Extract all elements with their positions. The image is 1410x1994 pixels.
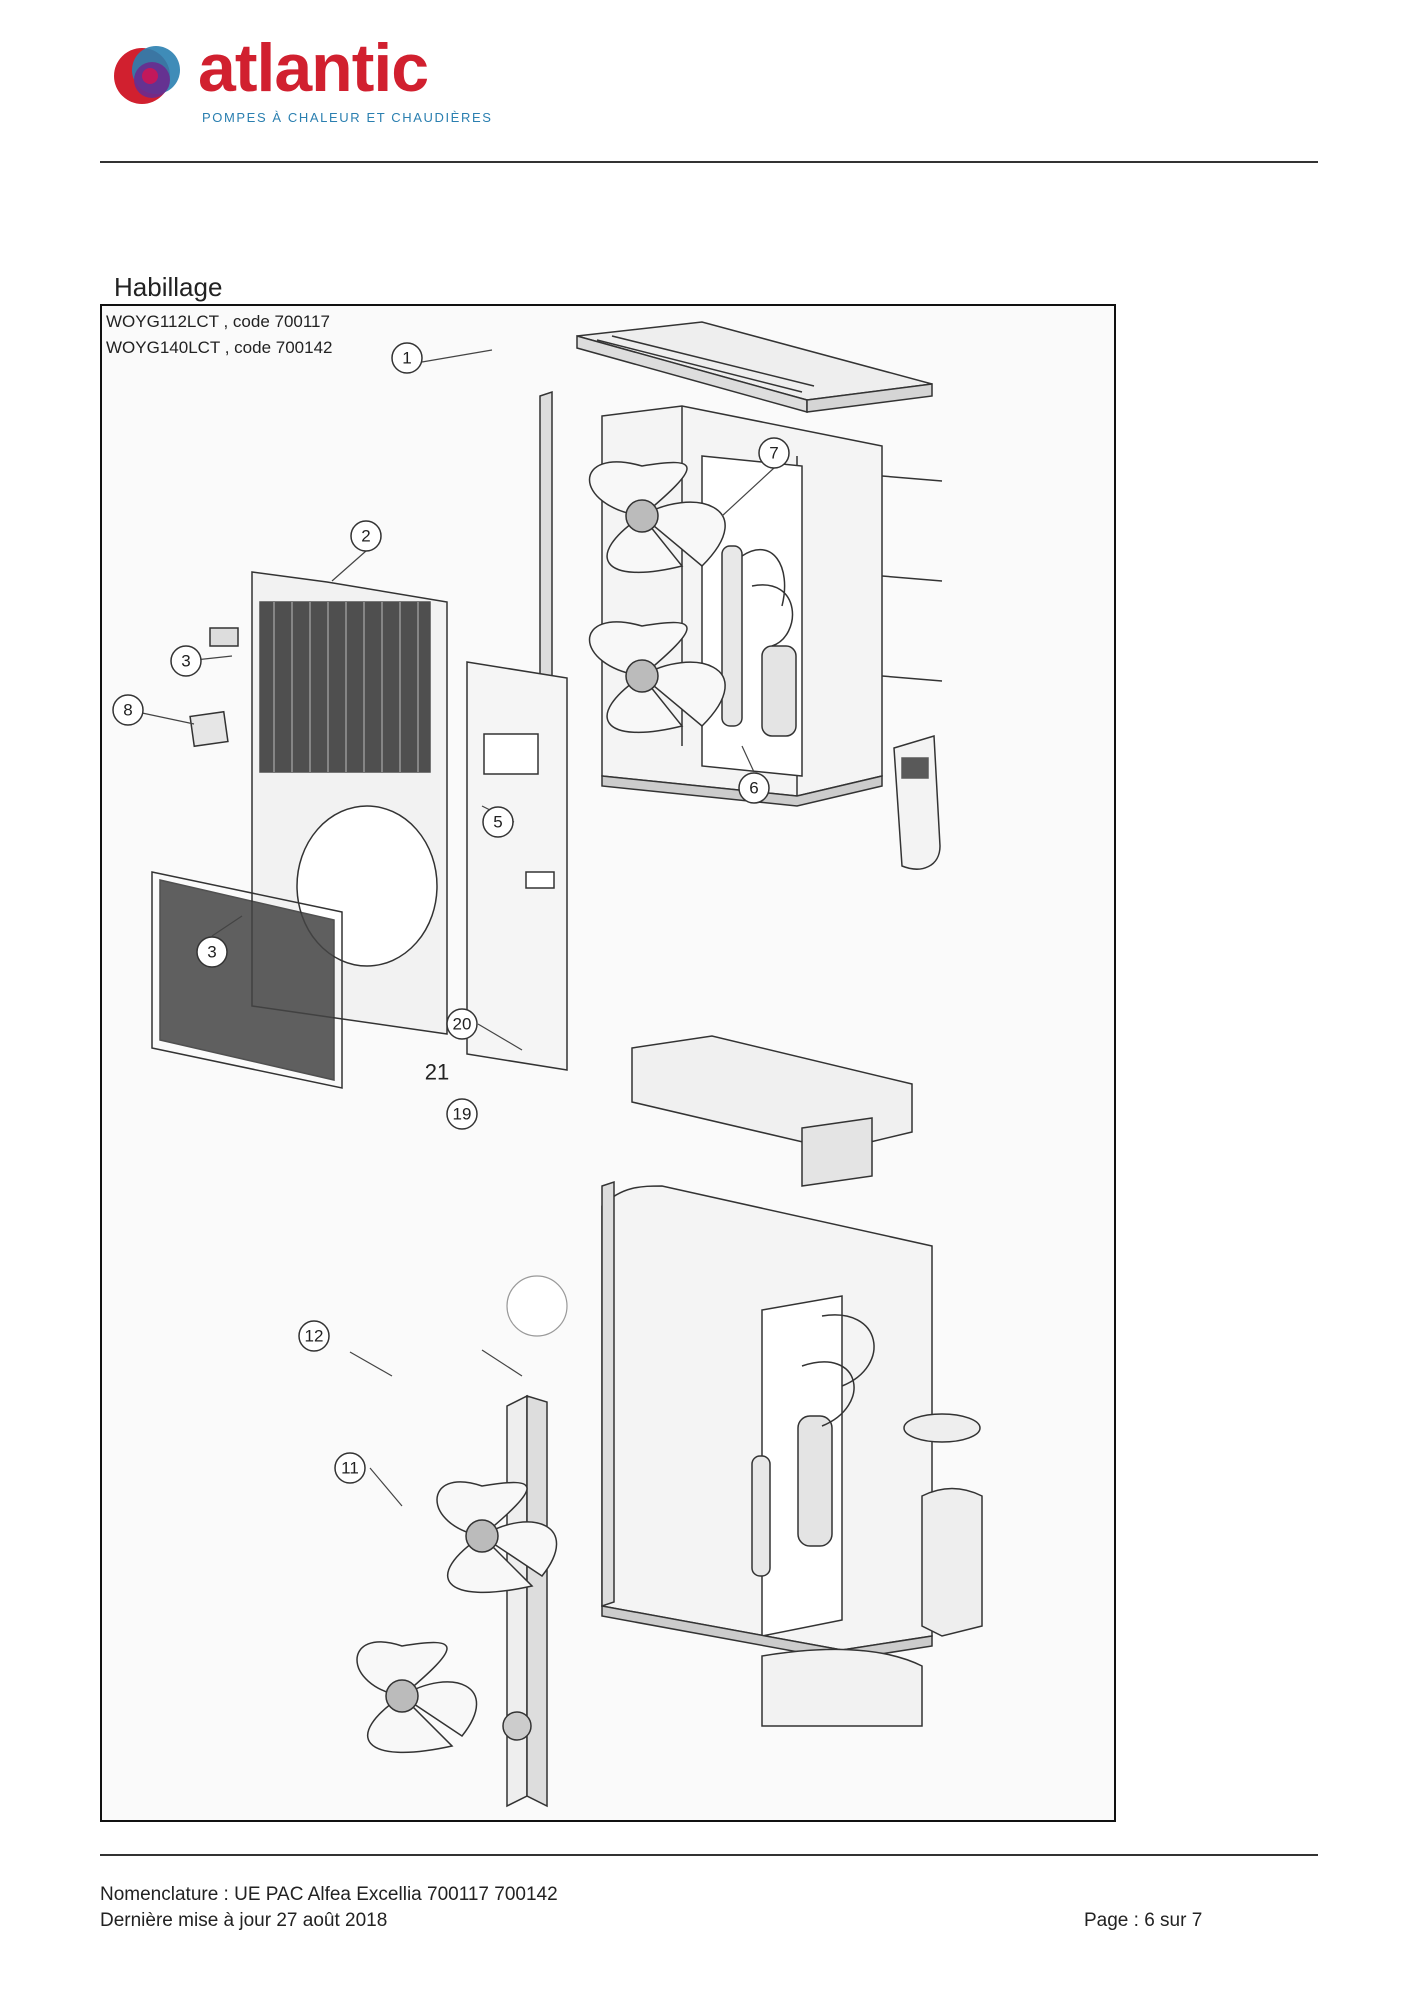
callout-5-label: 5: [493, 813, 502, 832]
brand-name: atlantic: [198, 30, 429, 106]
callout-19: 19: [446, 1098, 478, 1130]
bolt-line-1: [881, 475, 943, 482]
side-cover: [893, 735, 941, 870]
callout-12-label: 12: [305, 1327, 324, 1346]
callout-11: 11: [334, 1452, 366, 1484]
brand-tagline: POMPES À CHALEUR ET CHAUDIÈRES: [202, 110, 493, 125]
control-box: [631, 1035, 913, 1187]
callout-3-upper: 3: [170, 645, 202, 677]
curved-cover: [921, 1487, 983, 1637]
callout-3-upper-label: 3: [181, 652, 190, 671]
small-cover-plate: [189, 710, 229, 748]
callout-1: 1: [391, 342, 423, 374]
callout-1-label: 1: [402, 349, 411, 368]
callout-20: 20: [446, 1008, 478, 1040]
callout-7: 7: [758, 437, 790, 469]
callout-3-lower: 3: [196, 936, 228, 968]
callout-8: 8: [112, 694, 144, 726]
footer-nomenclature: Nomenclature : UE PAC Alfea Excellia 700…: [100, 1884, 558, 1905]
exploded-parts-diagram: 1 2 3 8 3 5 6 7 20 21 19 12 11: [112, 321, 983, 1808]
callout-21-label: 21: [425, 1060, 449, 1085]
lower-fan-lower: [356, 1641, 478, 1754]
upper-fan-bottom: [588, 621, 726, 734]
bottom-panel: [761, 1648, 923, 1727]
lower-fan-upper: [436, 1481, 558, 1594]
callout-6: 6: [738, 772, 770, 804]
bolt-line-3: [881, 675, 943, 682]
atlantic-logo-icon: [114, 46, 180, 104]
upper-fan-top: [588, 461, 726, 574]
header-rule: [100, 161, 1318, 163]
callout-7-label: 7: [769, 444, 778, 463]
model-line-2: WOYG140LCT , code 700142: [106, 338, 333, 357]
brand-logo: atlantic POMPES À CHALEUR ET CHAUDIÈRES: [110, 30, 493, 131]
round-plate: [903, 1413, 981, 1443]
callout-3-lower-label: 3: [207, 943, 216, 962]
callout-12: 12: [298, 1320, 330, 1352]
callout-5: 5: [482, 806, 514, 838]
callout-8-label: 8: [123, 701, 132, 720]
footer-last-update: Dernière mise à jour 27 août 2018: [100, 1910, 388, 1931]
callout-ring-21: [506, 1275, 568, 1337]
callout-2-label: 2: [361, 527, 370, 546]
callout-2: 2: [350, 520, 382, 552]
callout-11-label: 11: [341, 1459, 359, 1478]
fan-bracket: [506, 1394, 548, 1808]
top-cover-panel: [576, 321, 933, 413]
callout-6-label: 6: [749, 779, 758, 798]
section-title: Habillage: [114, 272, 223, 302]
bolt-line-2: [881, 575, 943, 582]
model-line-1: WOYG112LCT , code 700117: [106, 312, 330, 331]
footer-page-number: Page : 6 sur 7: [1084, 1910, 1203, 1931]
footer-rule: [100, 1854, 1318, 1856]
exploded-diagram-frame: WOYG112LCT , code 700117 WOYG140LCT , co…: [100, 304, 1116, 1822]
callout-19-label: 19: [453, 1105, 472, 1124]
callout-20-label: 20: [453, 1015, 472, 1034]
lower-chassis: [601, 1180, 933, 1661]
small-tag: [209, 627, 239, 647]
front-grille: [151, 871, 343, 1089]
service-panel: [466, 661, 568, 1071]
fan-motor: [502, 1711, 532, 1741]
